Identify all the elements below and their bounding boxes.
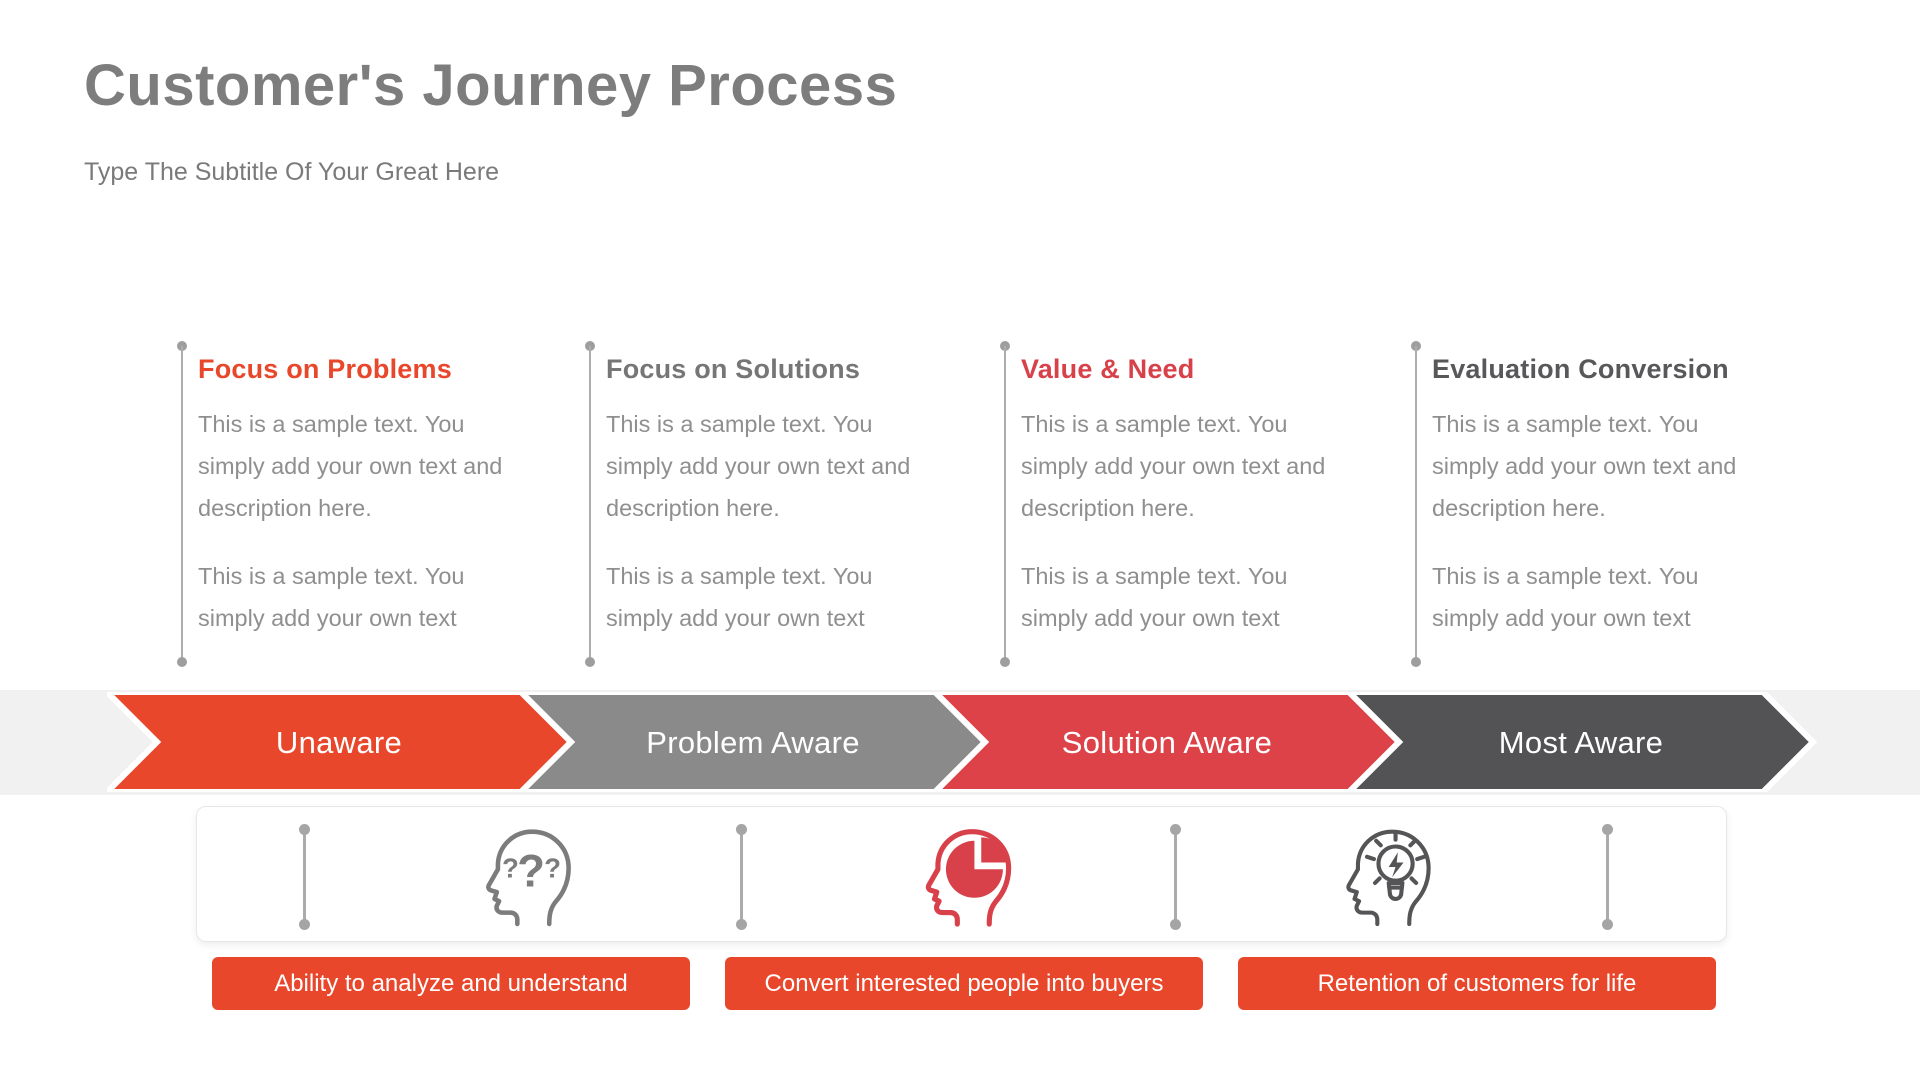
stage-arrows-graphic	[107, 692, 1818, 792]
column-heading: Evaluation Conversion	[1432, 354, 1729, 384]
page-title: Customer's Journey Process	[84, 53, 898, 118]
svg-text:?: ?	[544, 852, 561, 883]
retention-button[interactable]: Retention of customers for life	[1238, 957, 1716, 1010]
stage-label-problem-aware: Problem Aware	[646, 724, 860, 760]
arrow-problem-aware	[516, 692, 990, 792]
column-paragraph-1: This is a sample text. You simply add yo…	[606, 411, 911, 521]
column-paragraph-1: This is a sample text. You simply add yo…	[198, 411, 503, 521]
page-subtitle: Type The Subtitle Of Your Great Here	[84, 158, 500, 186]
column-paragraph-1: This is a sample text. You simply add yo…	[1432, 411, 1737, 521]
connector-line	[1602, 824, 1613, 930]
timeline-dot	[177, 657, 187, 667]
stage-label-solution-aware: Solution Aware	[1061, 724, 1273, 760]
timeline-dot	[1000, 657, 1010, 667]
column-paragraph-2: This is a sample text. You simply add yo…	[1021, 563, 1288, 631]
journey-column-4: Evaluation Conversion This is a sample t…	[1411, 340, 1775, 675]
column-heading: Focus on Problems	[198, 354, 452, 384]
timeline-line	[589, 346, 591, 662]
column-paragraph-2: This is a sample text. You simply add yo…	[198, 563, 465, 631]
head-questions-icon: ? ? ?	[474, 818, 588, 932]
column-paragraph-1: This is a sample text. You simply add yo…	[1021, 411, 1326, 521]
stage-label-unaware: Unaware	[275, 724, 403, 760]
column-paragraph-2: This is a sample text. You simply add yo…	[1432, 563, 1699, 631]
svg-text:?: ?	[517, 845, 545, 896]
column-heading: Focus on Solutions	[606, 354, 861, 384]
arrow-unaware	[107, 692, 576, 792]
journey-column-1: Focus on Problems This is a sample text.…	[177, 340, 541, 675]
timeline-line	[1004, 346, 1006, 662]
connector-line	[736, 824, 747, 930]
convert-buyers-button[interactable]: Convert interested people into buyers	[725, 957, 1203, 1010]
arrow-most-aware	[1344, 692, 1818, 792]
timeline-line	[1415, 346, 1417, 662]
column-heading: Value & Need	[1021, 354, 1195, 384]
timeline-dot	[585, 657, 595, 667]
connector-line	[1170, 824, 1181, 930]
stage-label-most-aware: Most Aware	[1498, 724, 1664, 760]
timeline-line	[181, 346, 183, 662]
journey-column-2: Focus on Solutions This is a sample text…	[585, 340, 949, 675]
stage-arrow-band	[0, 690, 1920, 795]
head-bulb-icon	[1334, 818, 1448, 932]
icons-card: ? ? ?	[196, 806, 1727, 942]
journey-column-3: Value & Need This is a sample text. You …	[1000, 340, 1364, 675]
timeline-dot	[1411, 657, 1421, 667]
column-paragraph-2: This is a sample text. You simply add yo…	[606, 563, 873, 631]
head-pie-icon	[914, 818, 1028, 932]
svg-text:?: ?	[502, 852, 519, 883]
arrow-solution-aware	[930, 692, 1404, 792]
connector-line	[299, 824, 310, 930]
ability-analyze-button[interactable]: Ability to analyze and understand	[212, 957, 690, 1010]
